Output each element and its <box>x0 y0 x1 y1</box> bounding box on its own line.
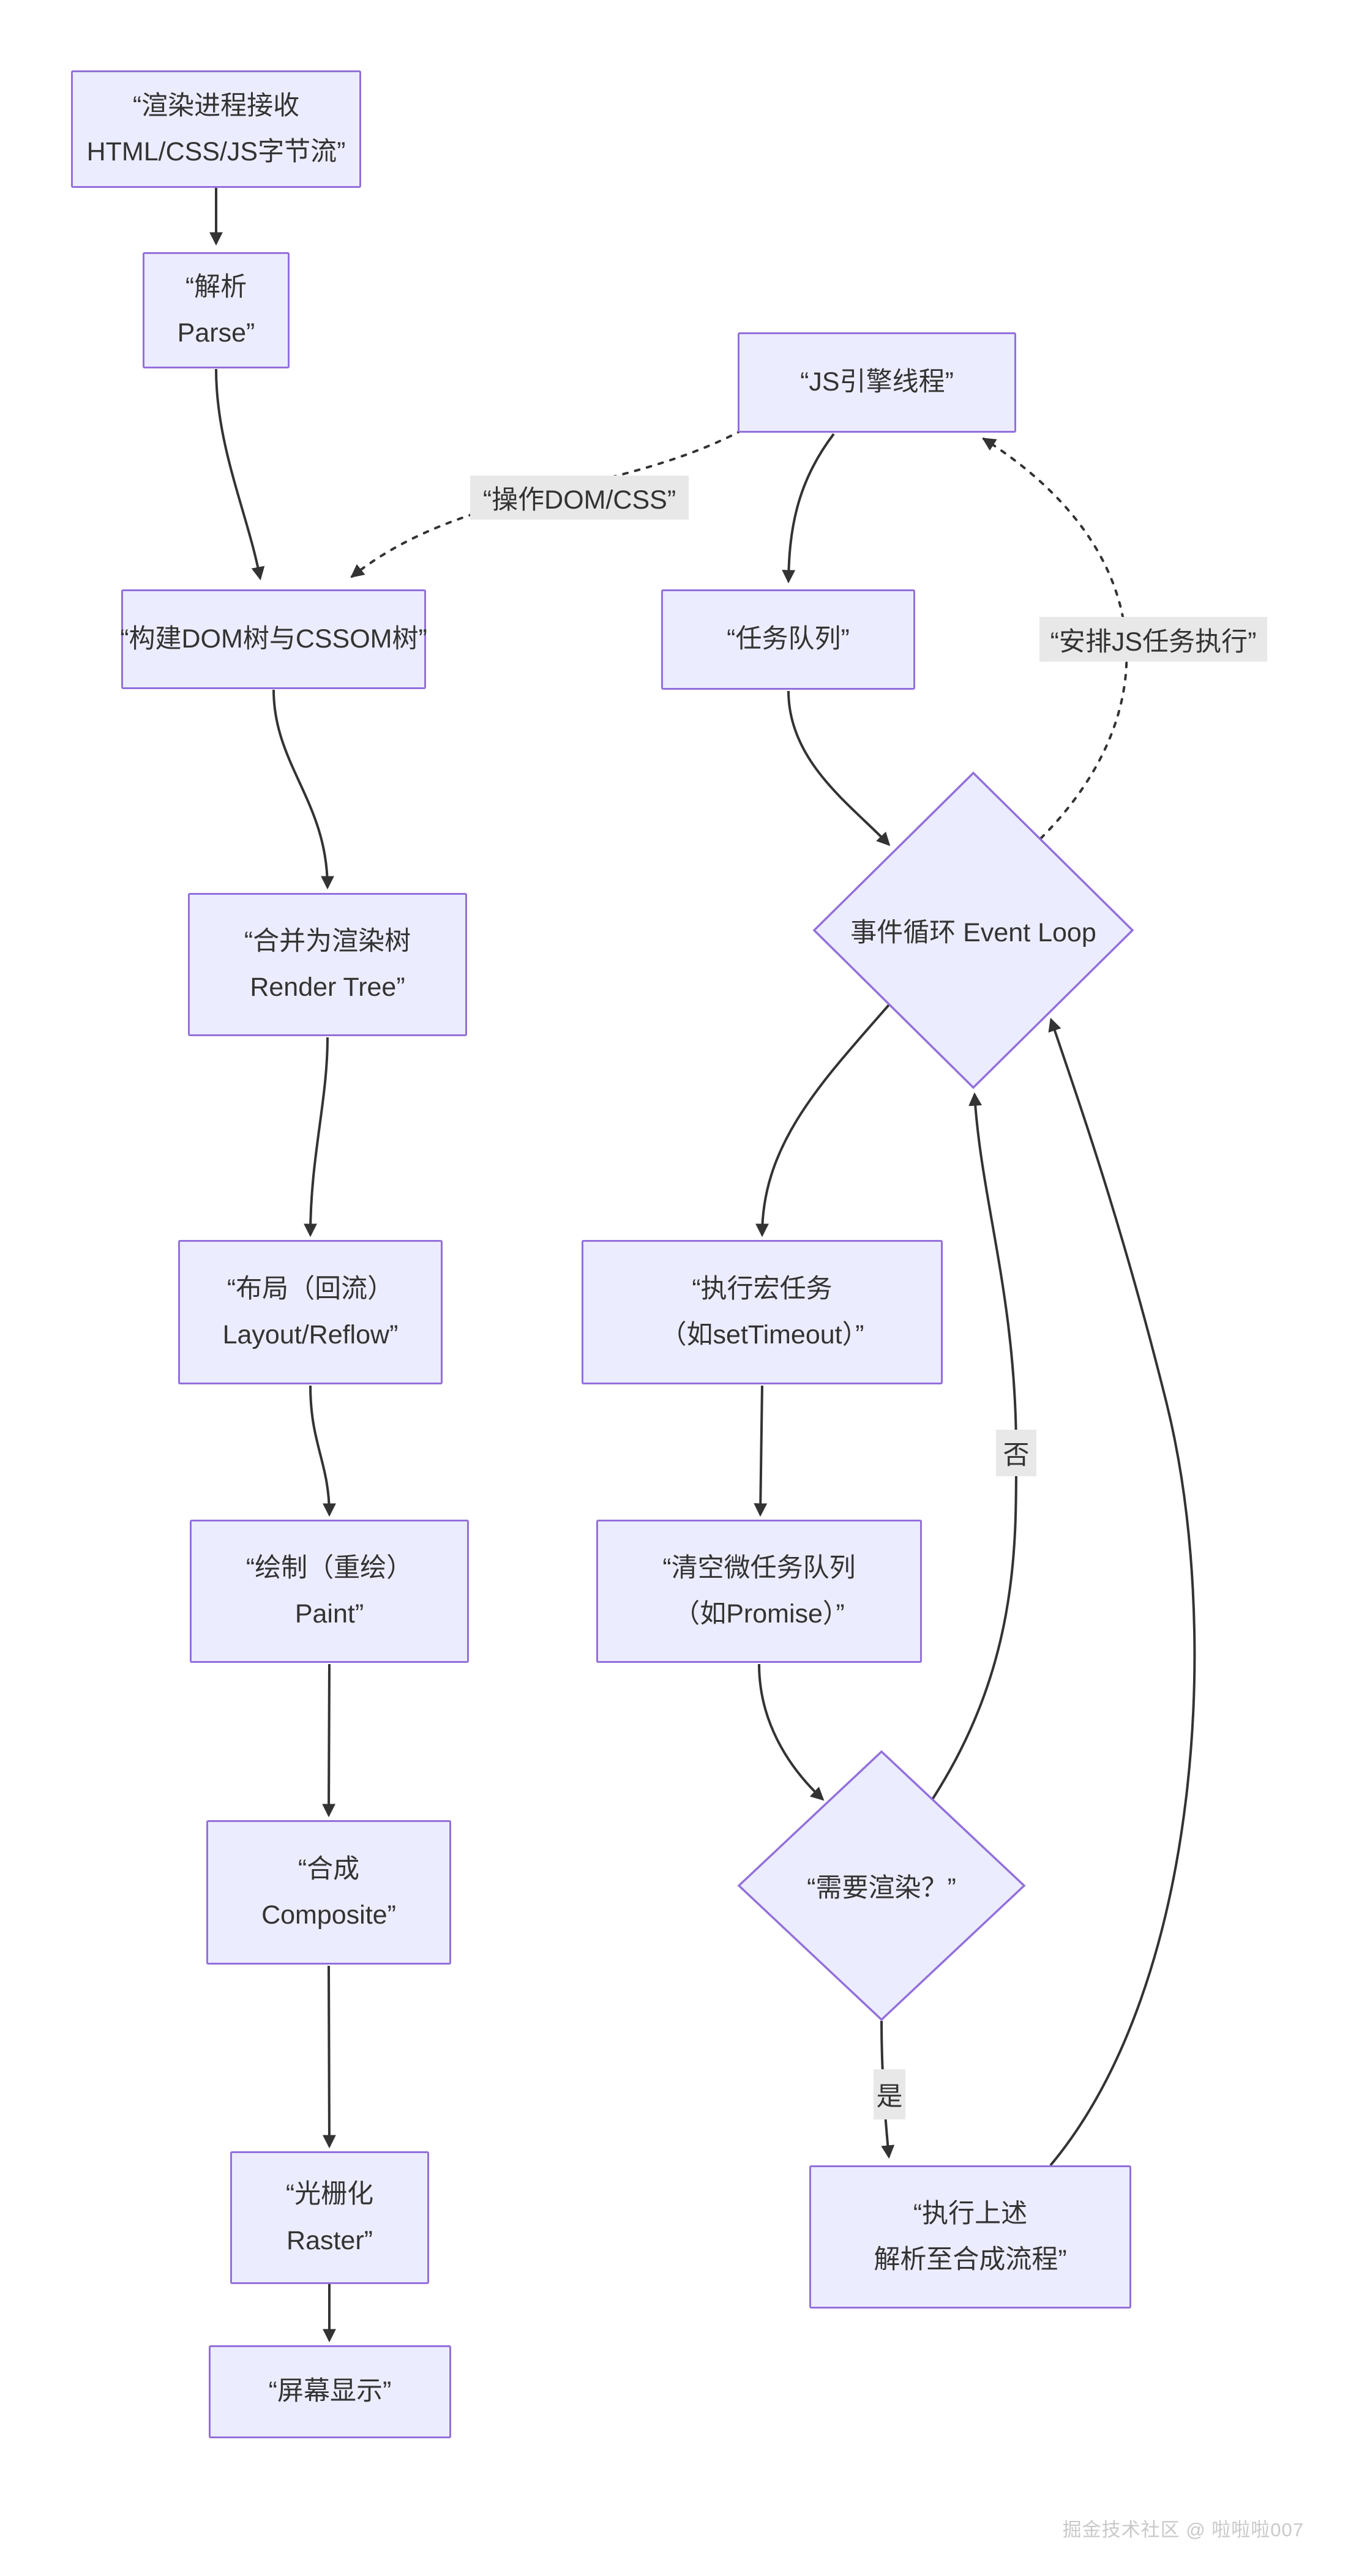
edge-label-operate-dom-css: “操作DOM/CSS” <box>470 476 689 520</box>
edge-rendertree-to-layout <box>304 1037 329 1238</box>
edge-eventloop-to-macrotask <box>755 1004 890 1238</box>
node-line: “任务队列” <box>727 624 850 654</box>
node-line: Composite” <box>261 1900 396 1930</box>
node-need-render: “需要渲染？” <box>759 1860 1004 1911</box>
edge-jsengine-to-taskqueue <box>782 433 835 584</box>
node-line: “合成 <box>298 1854 360 1884</box>
node-line: “需要渲染？” <box>807 1873 956 1903</box>
node-line: 事件循环 Event Loop <box>850 918 1096 947</box>
node-line: “构建DOM树与CSSOM树” <box>120 624 427 654</box>
edge-label-text: 否 <box>1003 1441 1030 1470</box>
node-micro-task-queue: “清空微任务队列 （如Promise）” <box>596 1520 922 1663</box>
edge-layout-to-paint <box>309 1385 336 1517</box>
node-line: “解析 <box>185 272 247 302</box>
edge-eventloop-to-jsengine-dotted <box>982 438 1128 840</box>
node-line: “执行上述 <box>913 2198 1028 2228</box>
node-line: 解析至合成流程” <box>874 2245 1067 2274</box>
node-line: “合并为渲染树 <box>244 926 411 956</box>
edge-label-text: “操作DOM/CSS” <box>482 485 676 515</box>
node-composite: “合成 Composite” <box>206 1820 451 1965</box>
node-line: “光栅化 <box>285 2179 374 2209</box>
node-line: “执行宏任务 <box>692 1274 833 1304</box>
node-event-loop: 事件循环 Event Loop <box>814 905 1132 956</box>
node-screen-display: “屏幕显示” <box>209 2345 451 2438</box>
node-parse: “解析 Parse” <box>143 252 290 368</box>
node-line: “绘制（重绘） <box>245 1553 413 1583</box>
node-build-dom-cssom: “构建DOM树与CSSOM树” <box>120 589 427 689</box>
node-line: “清空微任务队列 <box>662 1553 856 1583</box>
edge-label-yes: 是 <box>874 2069 905 2119</box>
node-line: “JS引擎线程” <box>800 367 954 397</box>
node-render-receive: “渲染进程接收 HTML/CSS/JS字节流” <box>71 70 361 188</box>
watermark: 掘金技术社区 @ 啦啦啦007 <box>1062 2519 1304 2541</box>
node-run-parse-to-composite: “执行上述 解析至合成流程” <box>809 2165 1131 2309</box>
node-task-queue: “任务队列” <box>661 589 915 690</box>
node-line: （如Promise）” <box>673 1599 845 1629</box>
node-layout-reflow: “布局（回流） Layout/Reflow” <box>178 1240 443 1384</box>
node-line: Raster” <box>286 2225 373 2255</box>
node-render-tree: “合并为渲染树 Render Tree” <box>188 893 467 1036</box>
node-line: “屏幕显示” <box>268 2376 392 2406</box>
node-line: Render Tree” <box>250 973 405 1002</box>
node-line: “渲染进程接收 <box>132 91 300 121</box>
node-raster: “光栅化 Raster” <box>230 2151 429 2284</box>
edge-parse-to-builddom <box>215 368 265 581</box>
node-line: （如setTimeout）” <box>660 1320 864 1350</box>
edge-microtask-to-needrender <box>758 1663 825 1801</box>
edge-label-schedule-js-task: “安排JS任务执行” <box>1039 617 1267 662</box>
node-macro-task: “执行宏任务 （如setTimeout）” <box>582 1240 943 1384</box>
edge-builddom-to-rendertree <box>272 689 334 890</box>
node-paint: “绘制（重绘） Paint” <box>190 1520 469 1663</box>
node-need-render-shape <box>737 1750 1026 2022</box>
node-line: HTML/CSS/JS字节流” <box>86 137 346 166</box>
node-js-engine-thread: “JS引擎线程” <box>738 332 1016 433</box>
node-line: Parse” <box>177 318 255 348</box>
node-line: Paint” <box>294 1599 364 1629</box>
edge-label-no: 否 <box>996 1430 1036 1476</box>
node-line: Layout/Reflow” <box>222 1320 399 1350</box>
edge-label-text: 是 <box>876 2082 903 2111</box>
node-event-loop-shape <box>812 771 1134 1089</box>
edge-macrotask-to-microtask <box>754 1385 768 1517</box>
edge-runpipeline-to-eventloop <box>1048 1017 1196 2167</box>
edge-label-text: “安排JS任务执行” <box>1050 627 1257 657</box>
edge-taskqueue-to-eventloop <box>787 690 891 846</box>
node-line: “布局（回流） <box>226 1274 394 1304</box>
